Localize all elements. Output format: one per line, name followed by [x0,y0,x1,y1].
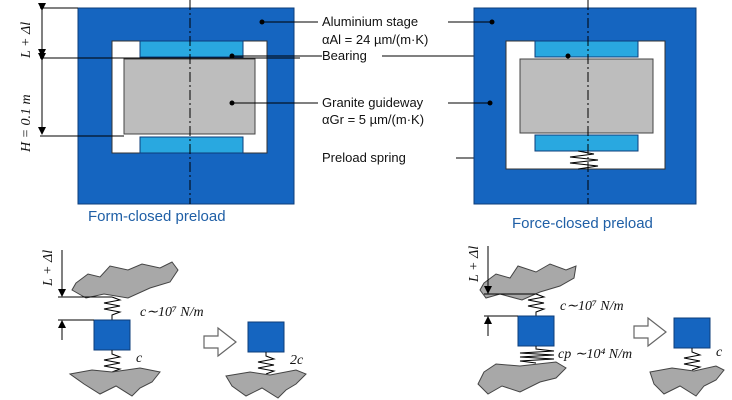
form-closed-model: L + Δl c∼10⁷ N/m c 2c [41,250,307,399]
caption-form-closed: Form-closed preload [88,208,226,225]
label-aluminium-stage: Aluminium stage [322,14,418,29]
ground-top-right [479,263,577,301]
bearing-bottom-right [534,134,639,152]
ground-left-result [225,369,307,399]
dim-gap-label: L + Δl [19,22,34,59]
model-gap-label-left: L + Δl [41,250,56,287]
label-granite-guideway: Granite guideway [322,95,424,110]
ground-top-left [71,261,179,299]
mass-right-result [673,317,711,349]
ground-right-result [649,365,725,397]
top-stiffness-label-right: c∼10⁷ N/m [560,299,624,314]
label-guideway-cte: αGr = 5 µm/(m·K) [322,112,424,127]
ground-bottom-left [68,367,161,397]
granite-guideway-right [519,58,654,134]
force-closed-model: L + Δl c∼10⁷ N/m cp ∼10⁴ N/m c [467,246,725,397]
spring-bottom-left [103,350,122,373]
preload-spring-right [569,150,599,170]
force-closed-section: Force-closed preload [448,0,697,232]
form-closed-section: L + Δl H = 0.1 m Form-closed preload [19,0,300,225]
result-stiffness-label-right: c [716,345,723,360]
dim-height-label: H = 0.1 m [19,94,34,153]
spring-stiffness-label-right: cp ∼10⁴ N/m [558,347,632,362]
spring-left-result [257,352,276,375]
caption-force-closed: Force-closed preload [512,215,653,232]
label-preload-spring: Preload spring [322,150,406,165]
model-gap-label-right: L + Δl [467,246,482,283]
mass-left [93,319,131,351]
ground-bottom-right [477,361,567,395]
transform-arrow-left [203,326,237,358]
top-stiffness-label-left: c∼10⁷ N/m [140,305,204,320]
bottom-stiffness-label-left: c [136,351,143,366]
transform-arrow-right [633,316,667,348]
bearing-top-right [534,40,639,58]
mass-left-result [247,321,285,353]
label-bearing: Bearing [322,48,367,63]
preload-spring-model [519,346,555,364]
label-stage-cte: αAl = 24 µm/(m·K) [322,32,428,47]
bearing-top [139,40,244,58]
bearing-marker-right [565,53,571,59]
spring-top-left [103,296,122,320]
bearing-bottom [139,136,244,154]
spring-top-right [527,293,546,316]
spring-right-result [683,348,702,371]
result-stiffness-label-left: 2c [290,353,304,368]
mass-right [517,315,555,347]
